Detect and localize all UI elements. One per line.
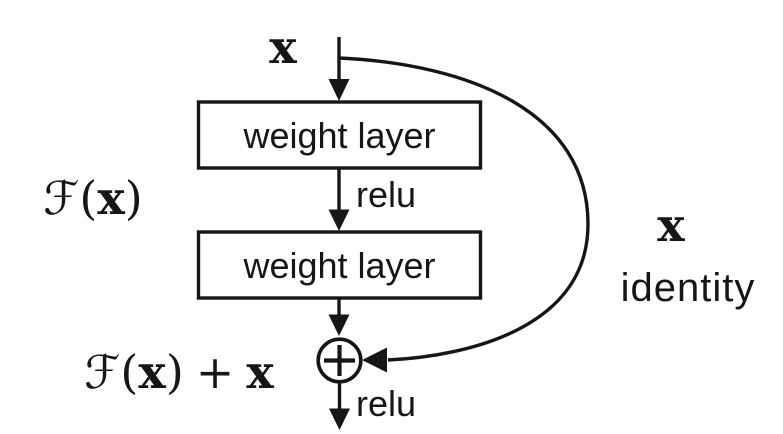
bold-x: x (246, 345, 274, 399)
close-paren: ) (166, 345, 184, 399)
skip-connection-curve (338, 56, 590, 362)
relu-arrowhead-icon (328, 209, 350, 231)
identity-label: identity (621, 266, 756, 310)
plus-glyph: + (196, 345, 235, 399)
weight-layer-2-box (196, 230, 483, 300)
addition-arrowhead-icon (328, 314, 350, 336)
script-f-glyph: ℱ (84, 345, 120, 399)
bold-x: x (97, 171, 125, 225)
input-x-label: x (269, 20, 297, 74)
open-paren: ( (120, 345, 138, 399)
f-of-x-label: ℱ(x) (43, 171, 143, 225)
open-paren: ( (79, 171, 97, 225)
output-arrowhead-icon (329, 408, 350, 430)
bold-x: x (138, 345, 166, 399)
weight-layer-1-label: weight layer (242, 115, 435, 156)
relu-middle-label: relu (356, 174, 416, 215)
script-f-glyph: ℱ (43, 171, 79, 225)
plus-icon (324, 345, 355, 376)
weight-layer-1-box (196, 100, 483, 170)
weight-layer-2-label: weight layer (242, 245, 435, 286)
f-of-x-plus-x-label: ℱ(x)+x (84, 345, 274, 399)
skip-arrowhead-icon (362, 347, 387, 373)
relu-output-label: relu (356, 383, 416, 424)
close-paren: ) (125, 171, 143, 225)
skip-x-label: x (657, 198, 685, 252)
input-arrowhead-icon (328, 79, 350, 101)
